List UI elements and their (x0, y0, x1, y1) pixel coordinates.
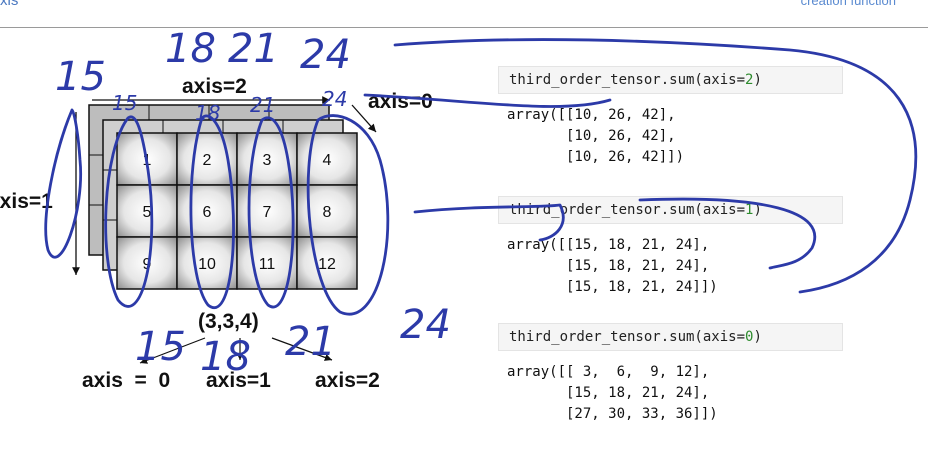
cell-number: 8 (323, 204, 332, 221)
header-right-text: creation function (800, 0, 896, 8)
header-divider (0, 27, 928, 28)
shape-arrow-axis0 (139, 337, 206, 364)
output-line: array([[10, 26, 42], (507, 107, 676, 123)
code-cell-1[interactable]: third_order_tensor.sum(axis=2) (498, 66, 843, 94)
code-output-1: array([[10, 26, 42], [10, 26, 42], [10, … (507, 105, 684, 168)
code-output-2: array([[15, 18, 21, 24], [15, 18, 21, 24… (507, 235, 718, 298)
header-left-text: xis (0, 0, 19, 9)
output-line: [10, 26, 42]]) (507, 149, 685, 165)
bottom-axis0-label: axis = 0 (82, 369, 170, 392)
code-cell-2[interactable]: third_order_tensor.sum(axis=1) (498, 196, 843, 224)
cell-number: 10 (198, 256, 216, 273)
axis2-label: axis=2 (182, 75, 247, 98)
cell-number: 9 (143, 256, 152, 273)
shape-arrow-axis2 (271, 337, 333, 361)
cell-number: 12 (318, 256, 336, 273)
cell-number: 11 (259, 256, 276, 273)
output-line: array([[ 3, 6, 9, 12], (507, 364, 710, 380)
output-line: array([[15, 18, 21, 24], (507, 237, 710, 253)
output-line: [27, 30, 33, 36]]) (507, 406, 718, 422)
cell-number: 4 (323, 152, 332, 169)
cell-number: 7 (263, 204, 272, 221)
bottom-axis2-label: axis=2 (315, 369, 380, 392)
axis0-label: axis=0 (368, 90, 433, 113)
code-cell-3[interactable]: third_order_tensor.sum(axis=0) (498, 323, 843, 351)
code-line: third_order_tensor.sum(axis=1) (509, 202, 762, 218)
cell-number: 1 (143, 152, 152, 169)
tensor-diagram: 1 2 3 4 5 6 7 8 9 10 11 12 axis=2 axis=0… (0, 75, 433, 392)
cell-number: 3 (263, 152, 272, 169)
code-line: third_order_tensor.sum(axis=2) (509, 72, 762, 88)
code-line: third_order_tensor.sum(axis=0) (509, 329, 762, 345)
output-line: [15, 18, 21, 24], (507, 385, 710, 401)
cell-number: 6 (203, 204, 212, 221)
output-line: [15, 18, 21, 24], (507, 258, 710, 274)
output-line: [10, 26, 42], (507, 128, 676, 144)
shape-label: (3,3,4) (198, 310, 259, 333)
bottom-axis1-label: axis=1 (206, 369, 271, 392)
cell-number: 5 (143, 204, 152, 221)
cell-number: 2 (203, 152, 212, 169)
output-line: [15, 18, 21, 24]]) (507, 279, 718, 295)
axis1-label: axis=1 (0, 190, 53, 213)
code-output-3: array([[ 3, 6, 9, 12], [15, 18, 21, 24],… (507, 362, 718, 425)
